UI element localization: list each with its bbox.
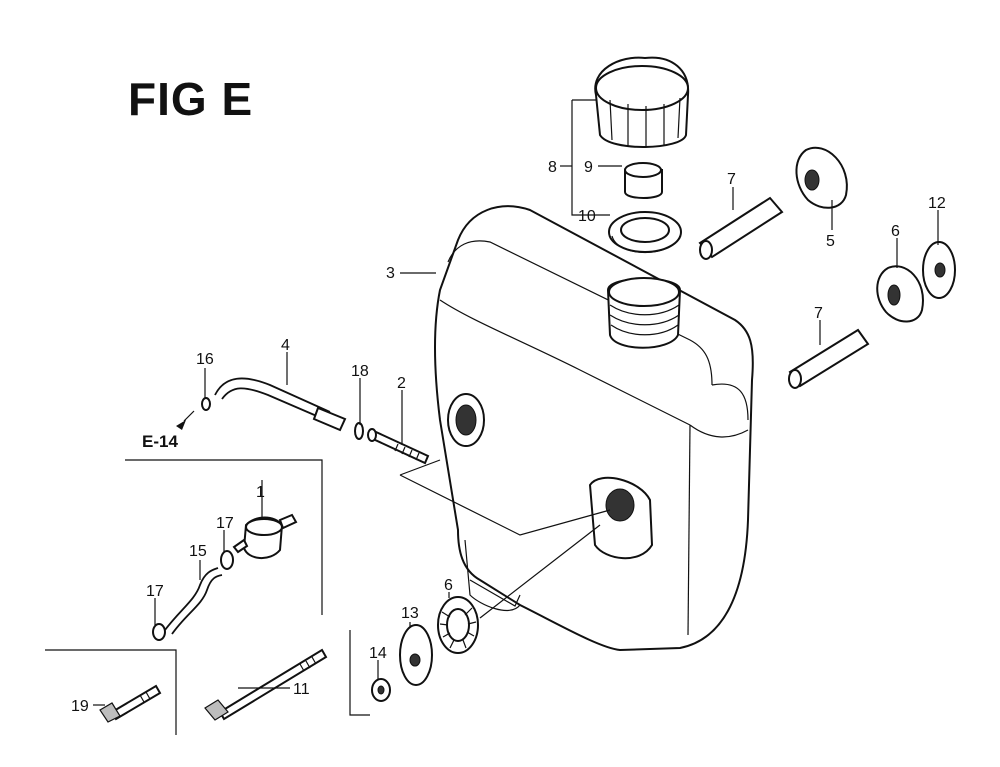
reference-arrow: [176, 420, 186, 430]
callout-15: 15: [189, 543, 207, 560]
callout-10: 10: [578, 208, 596, 225]
callout-14: 14: [369, 645, 387, 662]
callout-16: 16: [196, 351, 214, 368]
callout-3: 3: [386, 265, 395, 282]
callout-1: 1: [256, 484, 265, 501]
callout-13: 13: [401, 605, 419, 622]
figure-title: FIG E: [128, 73, 254, 125]
callout-18: 18: [351, 363, 369, 380]
callout-2: 2: [397, 375, 406, 392]
callout-17-upper: 17: [216, 515, 234, 532]
bolt-19: [99, 684, 162, 723]
clip-16: [201, 397, 211, 411]
clip-18: [354, 422, 364, 440]
grommet-6-lower: [437, 596, 479, 654]
grommet-5: [795, 146, 848, 209]
clip-17-lower: [152, 623, 166, 641]
callout-7-lower: 7: [814, 305, 823, 322]
callout-8: 8: [548, 159, 557, 176]
washer-13: [399, 624, 433, 686]
fuel-cap: [594, 56, 690, 148]
callout-17-lower: 17: [146, 583, 164, 600]
section-box-upper: [125, 459, 323, 615]
breather-tube-4: [214, 377, 347, 432]
section-box-lower: [45, 649, 177, 735]
fuel-hose-15: [164, 567, 223, 635]
fuel-filter-1: [232, 513, 298, 559]
tube-upper: [698, 196, 784, 260]
callout-6-upper: 6: [891, 223, 900, 240]
callout-19: 19: [71, 698, 89, 715]
callout-7-upper: 7: [727, 171, 736, 188]
bracket-14: [349, 630, 370, 716]
bolt-2: [367, 428, 430, 465]
reference-e14: E-14: [142, 432, 178, 451]
callout-9: 9: [584, 159, 593, 176]
cap-gasket: [608, 211, 682, 253]
clip-17-upper: [220, 550, 234, 570]
callout-12: 12: [928, 195, 946, 212]
fuel-tank: [434, 205, 754, 652]
callout-5: 5: [826, 233, 835, 250]
tube-lower: [788, 328, 870, 389]
bolt-11: [204, 648, 328, 721]
callout-4: 4: [281, 337, 290, 354]
washer-12: [922, 241, 956, 299]
callout-6-lower: 6: [444, 577, 453, 594]
washer-14: [371, 678, 391, 702]
grommet-6-upper: [876, 265, 924, 323]
callout-11: 11: [293, 681, 310, 698]
cap-filter: [624, 162, 663, 199]
